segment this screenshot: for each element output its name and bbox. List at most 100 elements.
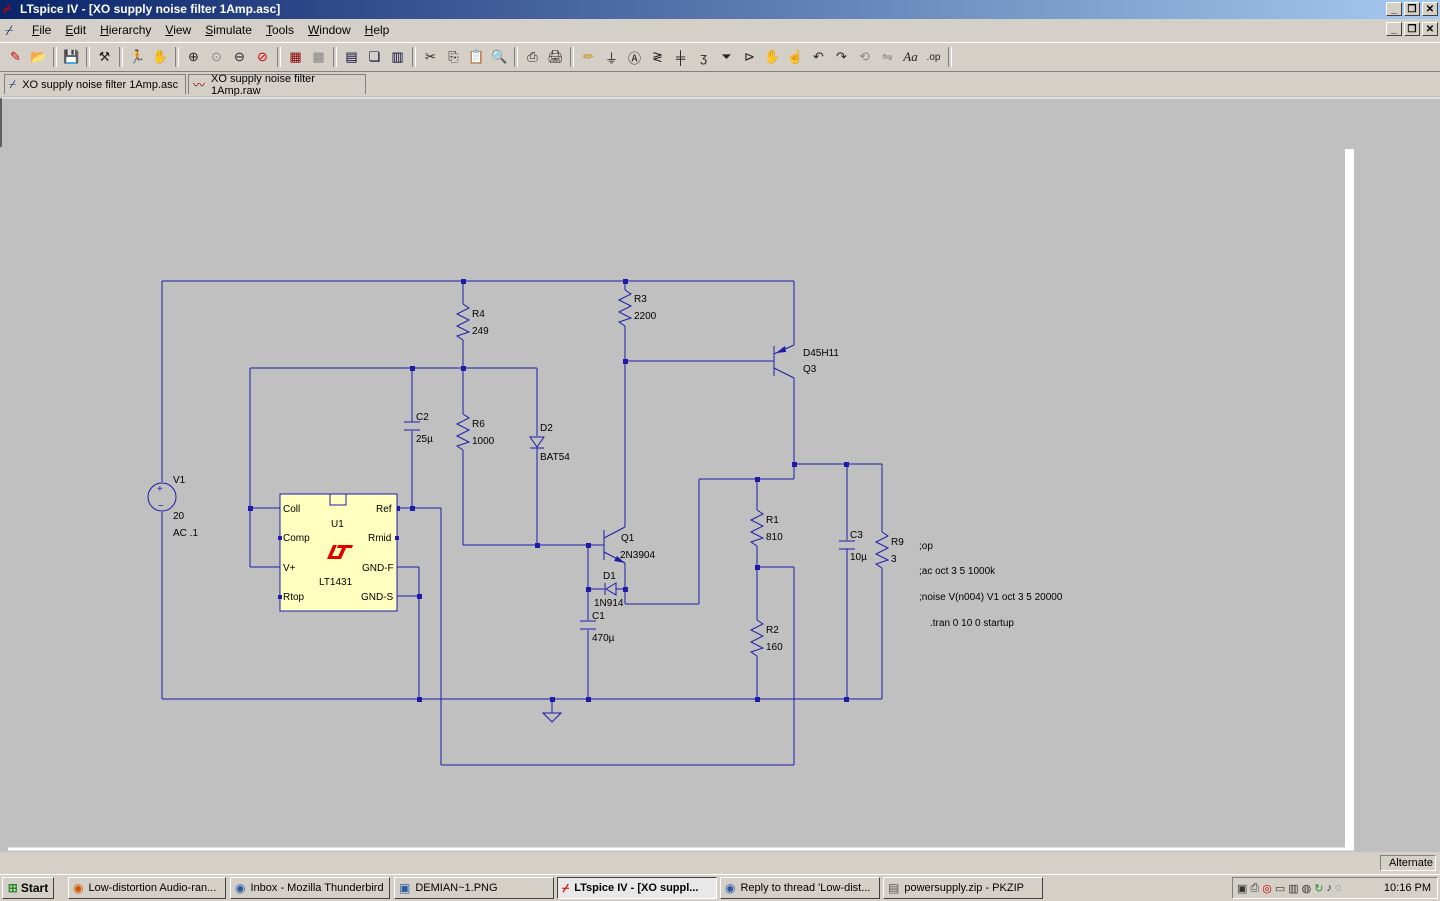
ltspice-app-icon[interactable]: ⌿ [3,1,11,16]
menu-tools[interactable]: Tools [265,23,294,37]
resistor-icon[interactable]: ≷ [652,49,663,64]
doc-close-button[interactable]: ✕ [1422,22,1438,36]
copy-icon[interactable]: ⎘ [448,49,459,64]
menu-file[interactable]: File [32,23,52,37]
transistor-q1[interactable]: Q1 2N3904 [603,526,655,564]
voltage-source-v1[interactable]: + − V1 20 AC .1 [147,475,198,539]
spice-directive-icon[interactable]: .op [926,51,941,63]
diode-d1[interactable]: D1 1N914 [594,571,624,609]
diode-d2[interactable]: D2 BAT54 [529,423,570,463]
print-setup-icon[interactable]: ⎙ [527,49,538,64]
resistor-r9[interactable]: R9 3 [891,537,904,565]
menu-simulate[interactable]: Simulate [205,23,252,37]
doc-minimize-button[interactable]: _ [1386,22,1402,36]
tray-network-icon[interactable]: ▣ [1237,882,1248,895]
run-icon[interactable]: 🏃 [129,49,146,64]
close-button[interactable]: ✕ [1422,2,1438,16]
drag-icon[interactable]: ☝ [787,49,804,64]
new-schematic-icon[interactable]: ✎ [10,49,21,64]
start-button[interactable]: ⊞ Start [2,877,54,899]
directive-op[interactable]: ;op [919,541,933,552]
ic-u1[interactable]: Coll Ref Comp Rmid V+ GND-F Rtop GND-S U… [278,493,399,612]
autorange-icon[interactable]: ▦ [289,49,302,64]
tab-schematic[interactable]: ⌿ XO supply noise filter 1Amp.asc [4,74,186,94]
directive-tran[interactable]: .tran 0 10 0 startup [930,618,1014,629]
v1-ref: V1 [173,475,186,486]
tab-waveform[interactable]: 〰 XO supply noise filter 1Amp.raw [188,73,366,97]
control-panel-icon[interactable]: ⚒ [98,49,111,64]
ground-icon[interactable]: ⏚ [604,50,618,66]
menu-view[interactable]: View [165,23,192,37]
directive-noise[interactable]: ;noise V(n004) V1 oct 3 5 20000 [919,592,1063,603]
menu-help[interactable]: Help [364,23,390,37]
redo-icon[interactable]: ↷ [836,49,847,64]
task-thunderbird[interactable]: ◉ Inbox - Mozilla Thunderbird [230,877,390,899]
capacitor-icon[interactable]: ╪ [675,49,686,65]
clock[interactable]: 10:16 PM [1383,882,1431,894]
inductor-icon[interactable]: ʒ [699,49,708,65]
tile-horizontal-icon[interactable]: ▤ [345,49,358,64]
task-pkzip[interactable]: ▤ powersupply.zip - PKZIP [883,877,1043,899]
tray-help-icon[interactable]: ◌ [1334,881,1342,894]
tray-antivirus-icon[interactable]: ◎ [1262,882,1272,895]
schematic-svg[interactable]: + − V1 20 AC .1 R4 249 R3 2200 R6 1000 [0,96,1440,852]
print-icon[interactable]: 🖨 [547,49,564,64]
tray-disk-icon[interactable]: ◍ [1301,882,1312,895]
text-icon[interactable]: Aa [903,49,918,64]
task-image[interactable]: ▣ DEMIAN~1.PNG [394,877,554,899]
tray-volume-icon[interactable]: ♪ [1326,881,1332,894]
component-icon[interactable]: ⊳ [744,49,755,64]
pan-icon[interactable]: ⊙ [211,49,222,64]
doc-restore-button[interactable]: ❐ [1404,22,1420,36]
restore-button[interactable]: ❐ [1404,2,1420,16]
menu-window[interactable]: Window [307,23,351,37]
menu-hierarchy[interactable]: Hierarchy [100,23,152,37]
directive-ac[interactable]: ;ac oct 3 5 1000k [919,566,996,577]
open-icon[interactable]: 📂 [30,49,47,64]
halt-icon[interactable]: ✋ [152,49,169,64]
rotate-icon[interactable]: ⟲ [859,49,870,64]
capacitor-c2[interactable]: C2 25µ [416,412,433,445]
schematic-canvas[interactable]: + − V1 20 AC .1 R4 249 R3 2200 R6 1000 [0,96,1440,852]
tile-vertical-icon[interactable]: ▥ [391,49,404,64]
diode-icon[interactable]: ⏷ [721,49,732,64]
mirror-icon[interactable]: ⇋ [882,49,893,64]
move-icon[interactable]: ✋ [764,49,781,64]
capacitor-c1[interactable]: C1 470µ [592,611,615,644]
d1-ref: D1 [603,571,616,582]
resistor-r1[interactable]: R1 810 [766,515,783,543]
capacitor-c3[interactable]: C3 10µ [850,530,867,563]
tray-printer-icon[interactable]: ⎙ [1250,881,1260,894]
tray-display-icon[interactable]: ▭ [1274,882,1286,895]
save-icon[interactable]: 💾 [63,49,80,64]
task-browser[interactable]: ◉ Reply to thread 'Low-dist... [720,877,880,899]
zoom-fit-icon[interactable]: ⊘ [257,49,268,64]
tray-update-icon[interactable]: ↻ [1314,882,1324,895]
cascade-icon[interactable]: ❏ [368,49,381,64]
task-firefox[interactable]: ◉ Low-distortion Audio-ran... [68,877,226,899]
ground-symbol[interactable] [541,712,563,723]
resistor-r3[interactable]: R3 2200 [634,294,657,322]
menu-edit[interactable]: Edit [65,23,87,37]
cut-icon[interactable]: ✂ [425,49,436,64]
spice-directives[interactable]: ;op ;ac oct 3 5 1000k ;noise V(n004) V1 … [919,541,1063,629]
resistor-r6[interactable]: R6 1000 [472,419,495,447]
transistor-q3[interactable]: D45H11 Q3 [773,344,839,379]
resistor-r2[interactable]: R2 160 [766,625,783,653]
find-icon[interactable]: 🔍 [491,49,508,64]
toolbar-separator [277,47,281,67]
tray-monitor-icon[interactable]: ▥ [1288,882,1299,895]
label-net-icon[interactable]: Ⓐ [627,50,641,66]
minimize-button[interactable]: _ [1386,2,1402,16]
grid-icon[interactable]: ▩ [312,49,325,64]
paste-icon[interactable]: 📋 [468,49,485,64]
resistor-r4[interactable]: R4 249 [472,309,489,337]
document-icon[interactable]: ⌿ [5,22,14,38]
undo-icon[interactable]: ↶ [813,49,824,64]
zoom-in-icon[interactable]: ⊕ [188,49,199,64]
draw-wire-icon[interactable]: ✏ [583,49,594,64]
task-ltspice[interactable]: ⌿ LTspice IV - [XO suppl... [557,877,717,899]
zoom-out-icon[interactable]: ⊖ [234,49,245,64]
q3-value: D45H11 [803,348,839,359]
vertical-scrollbar[interactable] [1345,149,1354,849]
